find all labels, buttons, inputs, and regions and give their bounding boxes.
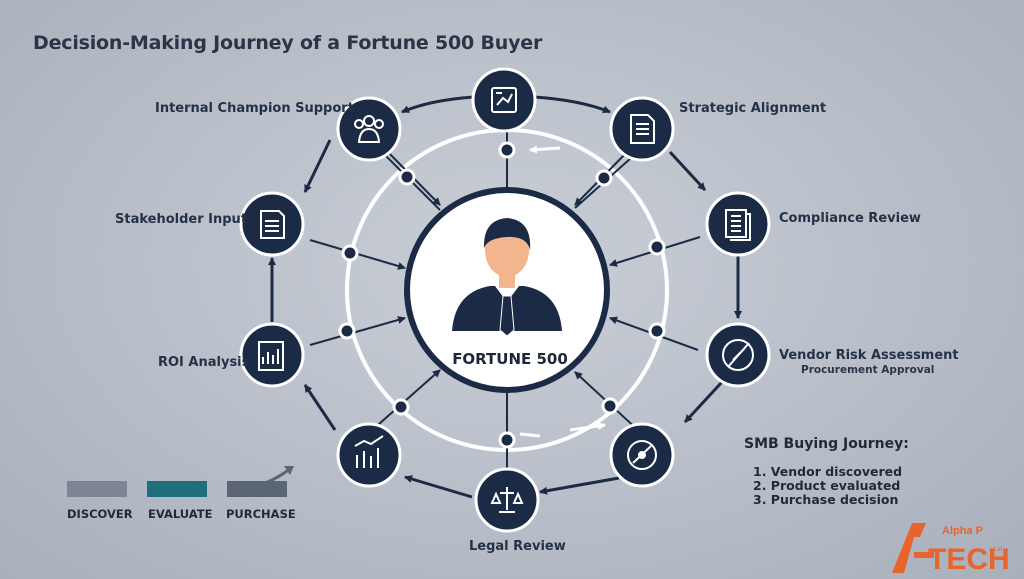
ring-dots xyxy=(338,141,666,449)
stage-bar-purchase xyxy=(227,481,287,497)
svg-text:Ltd: Ltd xyxy=(994,547,1002,553)
dashboard-icon xyxy=(491,87,517,113)
node-label-stakeholder-input: Stakeholder Input xyxy=(115,212,248,227)
smb-title: SMB Buying Journey: xyxy=(744,436,909,452)
compass-icon xyxy=(722,339,754,371)
scales-icon xyxy=(490,487,524,513)
node-sublabel-procurement: Procurement Approval xyxy=(801,364,935,376)
node-label-strategic-alignment: Strategic Alignment xyxy=(679,101,827,116)
smb-step: 3. Purchase decision xyxy=(753,492,899,507)
stage-label-purchase: PURCHASE xyxy=(226,507,296,521)
businessman-icon xyxy=(452,218,562,337)
stage-label-discover: DISCOVER xyxy=(67,507,133,521)
chart-icon xyxy=(354,435,384,468)
page-title: Decision-Making Journey of a Fortune 500… xyxy=(33,32,543,54)
smb-step: 2. Product evaluated xyxy=(753,478,901,493)
center-label: FORTUNE 500 xyxy=(452,350,568,368)
form-icon xyxy=(260,210,285,239)
report-icon xyxy=(258,341,284,371)
svg-text:Alpha P: Alpha P xyxy=(942,525,983,537)
node-label-compliance-review: Compliance Review xyxy=(779,211,921,226)
node-label-legal-review: Legal Review xyxy=(469,539,566,554)
node-label-vendor-risk: Vendor Risk Assessment xyxy=(779,348,959,363)
smb-step: 1. Vendor discovered xyxy=(753,464,903,479)
node-label-internal-champion: Internal Champion Support xyxy=(155,101,354,116)
smb-steps: 1. Vendor discovered 2. Product evaluate… xyxy=(753,465,902,507)
stage-bar-discover xyxy=(67,481,127,497)
node-label-roi-analysis: ROI Analysis xyxy=(158,355,250,370)
gauge-icon xyxy=(627,440,657,470)
document-icon xyxy=(630,114,655,144)
svg-text:TECH: TECH xyxy=(928,543,1010,575)
team-icon xyxy=(354,115,384,143)
stage-label-evaluate: EVALUATE xyxy=(148,507,213,521)
outer-cycle-arrows xyxy=(268,95,742,499)
stage-bar-evaluate xyxy=(147,481,207,497)
trend-arrow-icon xyxy=(241,466,294,491)
alpha-p-tech-logo: Alpha P TECH Ltd xyxy=(890,517,1010,576)
checklist-icon xyxy=(725,209,751,241)
